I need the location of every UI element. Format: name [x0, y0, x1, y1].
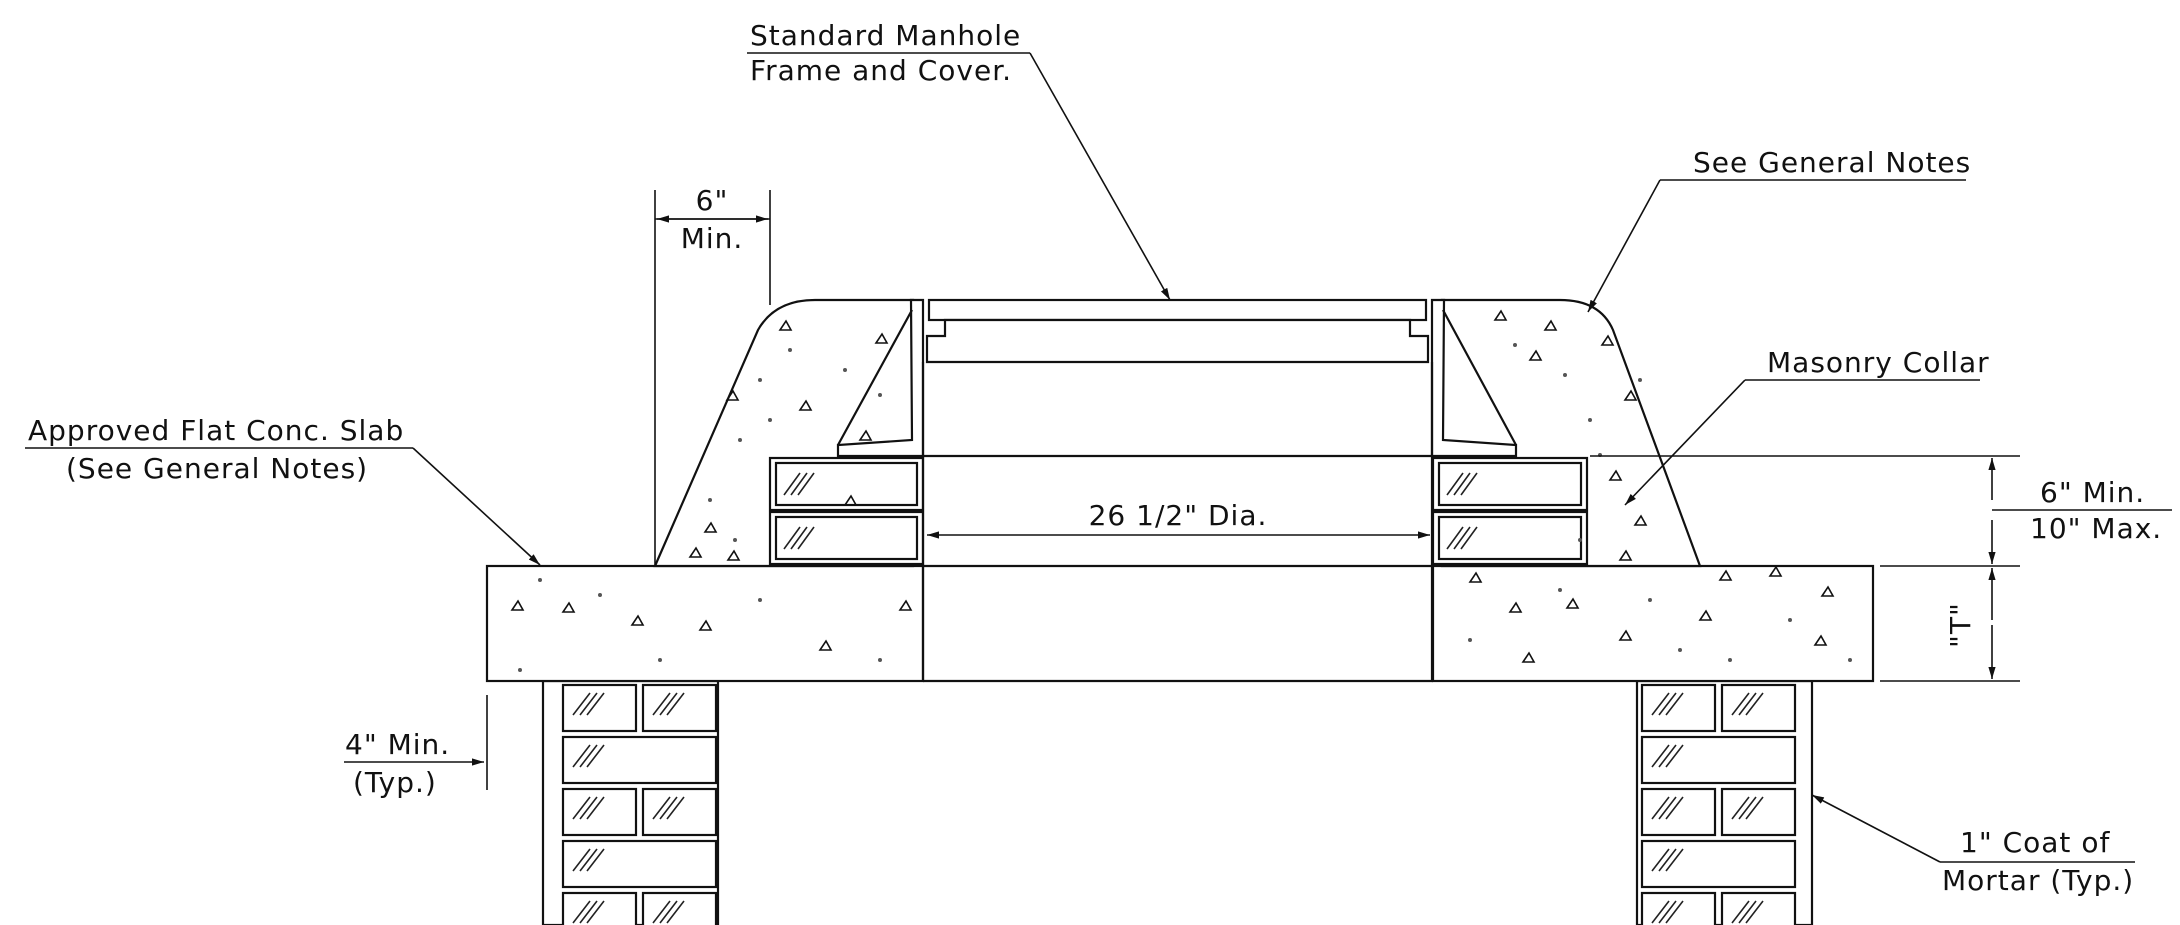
mortar-callout: 1" Coat of Mortar (Typ.) — [1811, 794, 2135, 897]
slab-label-line1: Approved Flat Conc. Slab — [28, 414, 404, 447]
frame-cover-label-line2: Frame and Cover. — [750, 54, 1012, 87]
collar-offset-min: Min. — [681, 222, 744, 255]
masonry-collar-bricks — [768, 454, 1589, 566]
frame-cover-label-line1: Standard Manhole — [750, 19, 1021, 52]
left-brick-wall — [541, 679, 720, 925]
concrete-aggregate-marks — [510, 309, 1852, 672]
wall-thickness-dimension: 4" Min. (Typ.) — [344, 695, 488, 799]
diameter-value: 26 1/2" Dia. — [1089, 499, 1268, 532]
collar-offset-dimension: 6" Min. — [654, 184, 771, 566]
frame-cover-callout: Standard Manhole Frame and Cover. — [747, 19, 1171, 301]
general-notes-callout: See General Notes — [1587, 146, 1971, 313]
wall-thickness-value: 4" Min. — [345, 728, 450, 761]
masonry-collar-callout: Masonry Collar — [1624, 346, 1990, 506]
diameter-dimension: 26 1/2" Dia. — [927, 499, 1430, 539]
collar-offset-value: 6" — [696, 184, 729, 217]
mortar-label-line2: Mortar (Typ.) — [1942, 864, 2134, 897]
slab-label-line2: (See General Notes) — [66, 452, 368, 485]
right-brick-wall — [1635, 679, 1814, 925]
collar-height-min: 6" Min. — [2040, 476, 2145, 509]
slab-thickness-label: "T" — [1944, 602, 1977, 648]
general-notes-label: See General Notes — [1693, 146, 1971, 179]
masonry-collar-label: Masonry Collar — [1767, 346, 1990, 379]
height-dimensions: 6" Min. 10" Max. "T" — [1590, 455, 2172, 682]
wall-thickness-typ: (Typ.) — [353, 766, 437, 799]
concrete-slab — [485, 564, 1875, 683]
slab-callout: Approved Flat Conc. Slab (See General No… — [25, 414, 541, 566]
collar-height-max: 10" Max. — [2030, 512, 2162, 545]
manhole-frame-and-cover — [836, 298, 1518, 681]
mortar-label-line1: 1" Coat of — [1960, 826, 2110, 859]
